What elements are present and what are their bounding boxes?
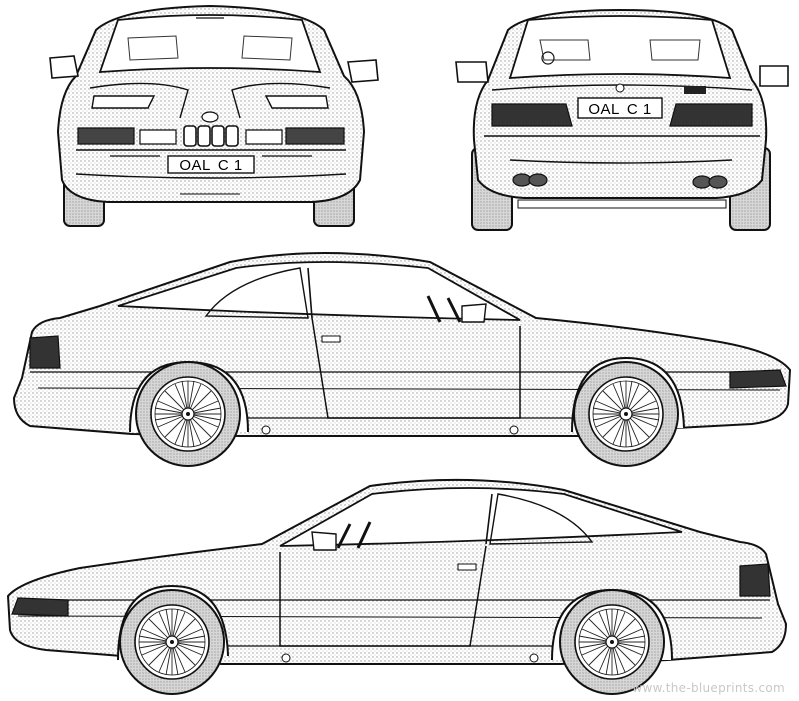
rear-wheel	[135, 361, 241, 467]
front-license-plate: OAL C 1	[179, 157, 242, 174]
rear-view: OAL C 1	[455, 8, 789, 231]
side-view-right	[12, 252, 792, 467]
front-wheel	[573, 361, 679, 467]
side-view-left	[6, 478, 788, 695]
rear-license-plate: OAL C 1	[588, 101, 651, 118]
front-wheel-left-view	[119, 589, 225, 695]
front-view: OAL C 1	[49, 4, 379, 227]
rear-wheel-left-view	[559, 589, 665, 695]
watermark: www.the-blueprints.com	[632, 681, 785, 695]
